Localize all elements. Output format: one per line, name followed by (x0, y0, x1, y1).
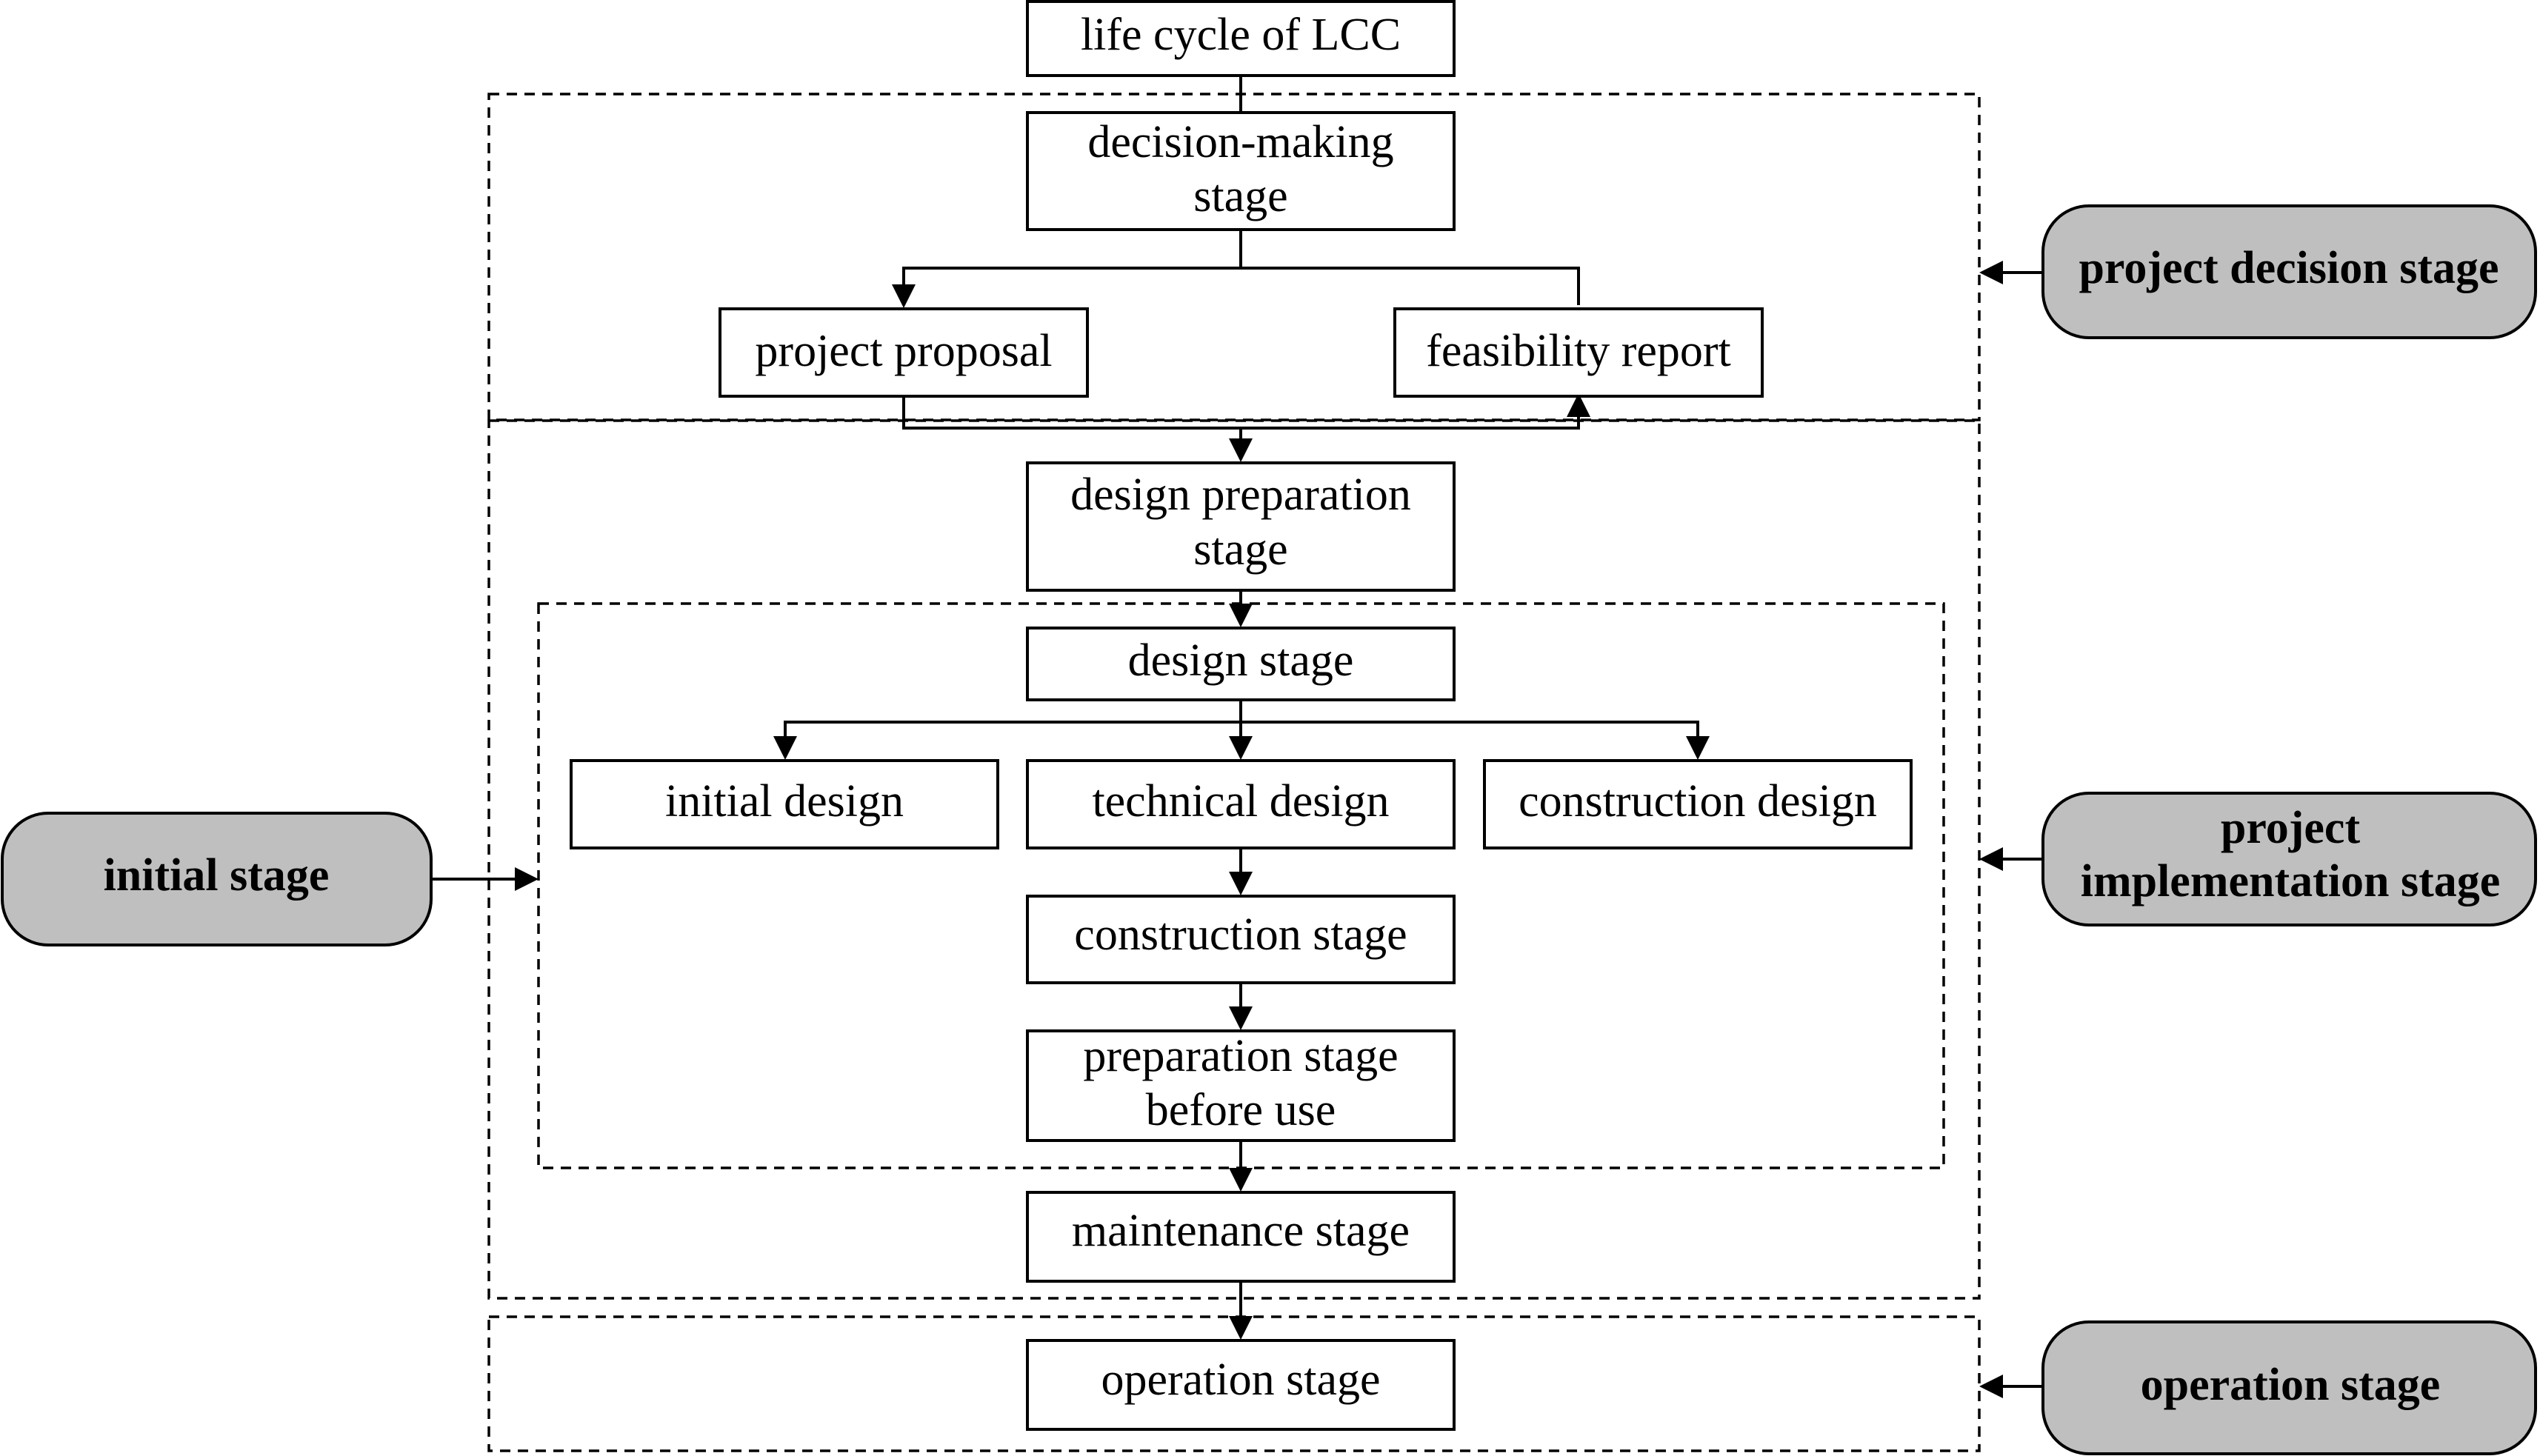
node-feasibility-report: feasibility report (1393, 307, 1764, 398)
node-label: operation stage (1101, 1355, 1380, 1405)
node-construction-design: construction design (1483, 759, 1913, 849)
node-design-preparation-stage: design preparation stage (1026, 461, 1456, 592)
node-decision-making-stage: decision-making stage (1026, 111, 1456, 231)
side-label-project-decision-stage: project decision stage (2041, 204, 2537, 339)
side-label-text: operation stage (2141, 1360, 2441, 1410)
node-operation-stage: operation stage (1026, 1339, 1456, 1431)
node-label-line1: preparation stage (1083, 1031, 1398, 1081)
node-label-line1: decision-making (1087, 117, 1393, 167)
node-label: maintenance stage (1072, 1206, 1410, 1256)
node-label-line2: stage (1193, 171, 1287, 221)
decision-group-frame (487, 93, 1981, 421)
node-project-proposal: project proposal (719, 307, 1089, 398)
operation-group-frame (487, 1315, 1981, 1452)
side-label-text: initial stage (104, 850, 330, 901)
node-label: technical design (1092, 776, 1389, 826)
connector-to-construction-design (1241, 721, 1710, 760)
node-label: design stage (1128, 635, 1354, 686)
node-label-line1: design preparation (1070, 470, 1411, 520)
connector-proposal-feasibility (902, 393, 1590, 430)
node-maintenance-stage: maintenance stage (1026, 1191, 1456, 1283)
side-label-project-implementation-stage: project implementation stage (2041, 792, 2537, 926)
node-label-line2: stage (1193, 524, 1287, 575)
node-life-cycle-of-lcc: life cycle of LCC (1026, 0, 1456, 77)
node-label: project proposal (755, 326, 1052, 376)
node-label: construction stage (1074, 909, 1407, 960)
node-label: initial design (665, 776, 904, 826)
node-technical-design: technical design (1026, 759, 1456, 849)
side-label-text-line1: project (2221, 803, 2361, 853)
node-construction-stage: construction stage (1026, 895, 1456, 984)
connector-decision-proposal (892, 230, 1242, 308)
node-label: feasibility report (1426, 326, 1730, 376)
side-label-text-line2: implementation stage (2081, 856, 2501, 906)
node-label-line2: before use (1146, 1085, 1336, 1135)
connector-decision-feasibility (1241, 267, 1580, 305)
node-design-stage: design stage (1026, 627, 1456, 701)
side-label-text: project decision stage (2079, 243, 2499, 293)
node-preparation-stage-before-use: preparation stage before use (1026, 1029, 1456, 1142)
node-initial-design: initial design (570, 759, 999, 849)
node-label: construction design (1519, 776, 1877, 826)
connectors (432, 76, 2043, 1398)
side-label-initial-stage: initial stage (1, 812, 433, 946)
node-label: life cycle of LCC (1081, 10, 1401, 60)
side-label-operation-stage: operation stage (2041, 1320, 2537, 1455)
connector-to-initial-design (773, 700, 1242, 760)
